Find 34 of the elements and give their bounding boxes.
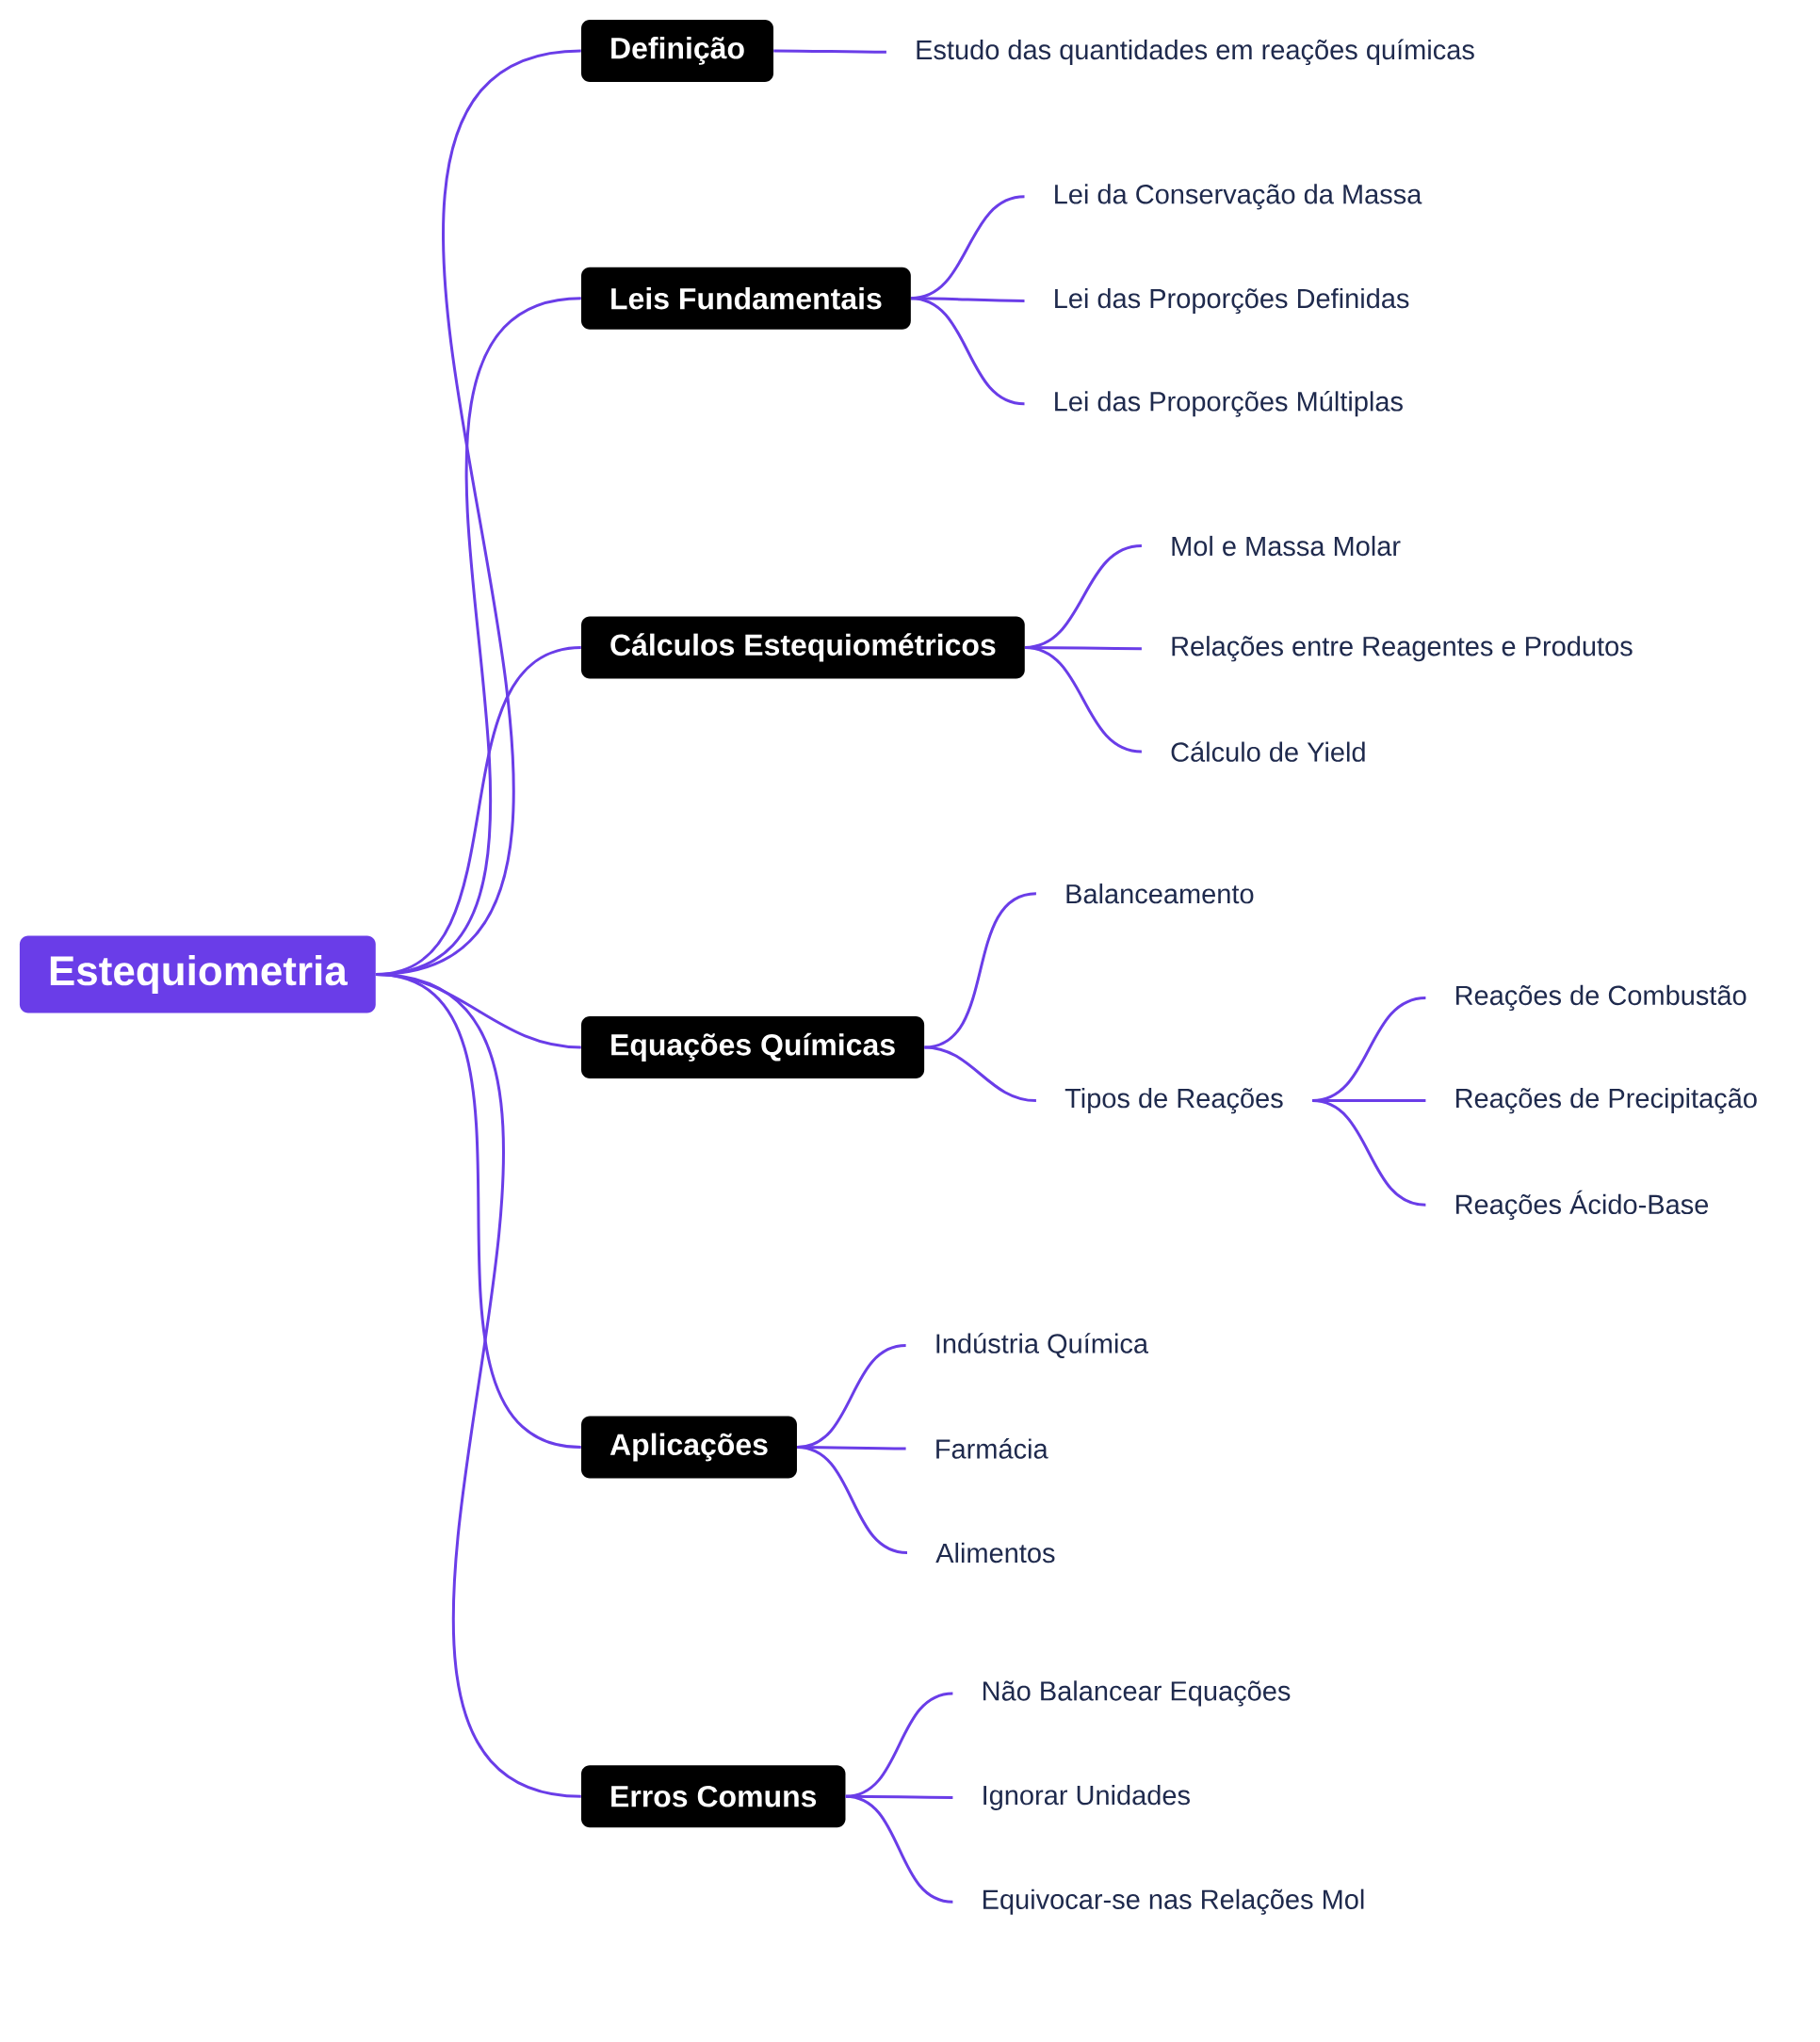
topic-box: Definição xyxy=(581,19,774,82)
connector xyxy=(796,1446,908,1554)
connector xyxy=(375,973,582,1798)
subtopic-text: Ignorar Unidades xyxy=(983,1785,1190,1811)
subtopic-text: Não Balancear Equações xyxy=(983,1680,1291,1707)
subtopic-text: Lei da Conservação da Massa xyxy=(1055,184,1422,210)
subtopic-text: Relações entre Reagentes e Produtos xyxy=(1172,636,1633,662)
subtopic-text: Lei das Proporções Definidas xyxy=(1055,287,1409,315)
topic-box: Aplicações xyxy=(581,1416,797,1479)
subtopic-text: Estudo das quantidades em reações químicas xyxy=(917,39,1474,66)
connector xyxy=(924,1045,1037,1103)
subtopic-text: Equivocar-se nas Relações Mol xyxy=(983,1888,1364,1915)
subtopic-text: Cálculo de Yield xyxy=(1171,741,1365,762)
subtopic-text: Balanceamento xyxy=(1066,883,1254,904)
subtopic-text: Reações de Combustão xyxy=(1456,984,1747,1011)
subtopic-text: Mol e Massa Molar xyxy=(1172,535,1401,557)
topic-box: Leis Fundamentais xyxy=(581,267,911,330)
subtopic-text: Indústria Química xyxy=(936,1333,1148,1359)
subtopic-text: Reações Ácido-Base xyxy=(1456,1190,1709,1220)
topic-box: Cálculos Estequiométricos xyxy=(581,616,1025,679)
subtopic-text: Tipos de Reações xyxy=(1064,1088,1283,1114)
connector xyxy=(1024,645,1143,754)
subtopic-text: Alimentos xyxy=(935,1542,1055,1564)
subtopic-text: Reações de Precipitação xyxy=(1456,1088,1757,1114)
root-topic-box: Estequiometria xyxy=(19,935,376,1013)
connector xyxy=(1311,1099,1426,1207)
topic-box: Erros Comuns xyxy=(581,1765,846,1828)
subtopic-text: Farmácia xyxy=(936,1438,1048,1459)
connector xyxy=(924,892,1037,1049)
connector xyxy=(773,49,886,54)
connector xyxy=(910,297,1025,406)
connector xyxy=(845,1794,953,1904)
topic-box: Equações Químicas xyxy=(581,1015,925,1078)
subtopic-text: Lei das Proporções Múltiplas xyxy=(1055,390,1403,417)
